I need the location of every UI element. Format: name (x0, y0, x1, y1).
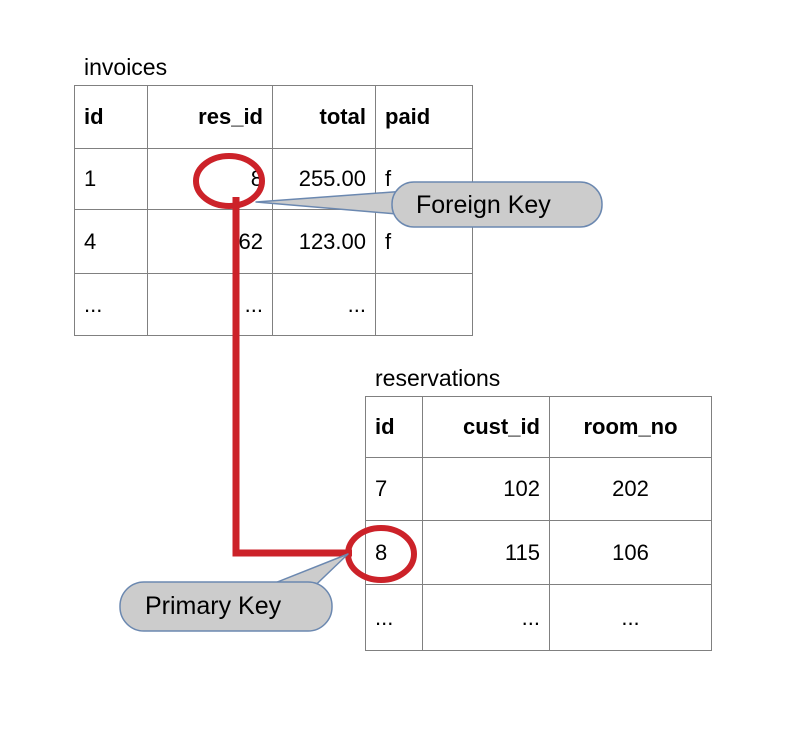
foreign-key-callout-label: Foreign Key (416, 191, 551, 219)
invoices-cell-id: 1 (74, 148, 148, 210)
invoices-cell-total: ... (272, 273, 376, 336)
reservations-cell-room-no: 106 (549, 520, 712, 585)
invoices-cell-id: ... (74, 273, 148, 336)
table-row: 8 115 106 (365, 520, 712, 585)
invoices-cell-paid (375, 273, 473, 336)
invoices-cell-id: 4 (74, 209, 148, 274)
reservations-col-id: id (365, 396, 423, 458)
reservations-table: id cust_id room_no 7 102 202 8 115 106 .… (365, 396, 712, 651)
reservations-cell-id: 7 (365, 457, 423, 521)
invoices-cell-total: 123.00 (272, 209, 376, 274)
invoices-cell-total: 255.00 (272, 148, 376, 210)
invoices-col-res-id: res_id (147, 85, 273, 149)
reservations-cell-cust-id: 115 (422, 520, 550, 585)
reservations-cell-id: ... (365, 584, 423, 651)
invoices-cell-res-id: ... (147, 273, 273, 336)
invoices-table: id res_id total paid 1 8 255.00 f 4 62 1… (74, 85, 473, 336)
table-header-row: id cust_id room_no (365, 396, 712, 458)
invoices-col-paid: paid (375, 85, 473, 149)
invoices-table-caption: invoices (84, 54, 168, 80)
table-row: ... ... ... (74, 273, 473, 336)
reservations-cell-cust-id: ... (422, 584, 550, 651)
table-row: 7 102 202 (365, 457, 712, 521)
reservations-col-room-no: room_no (549, 396, 712, 458)
invoices-cell-res-id: 62 (147, 209, 273, 274)
primary-key-callout-label: Primary Key (145, 592, 282, 620)
table-row: ... ... ... (365, 584, 712, 651)
invoices-col-id: id (74, 85, 148, 149)
reservations-col-cust-id: cust_id (422, 396, 550, 458)
invoices-cell-res-id: 8 (147, 148, 273, 210)
table-row: 4 62 123.00 f (74, 209, 473, 274)
reservations-cell-id: 8 (365, 520, 423, 585)
invoices-col-total: total (272, 85, 376, 149)
reservations-cell-cust-id: 102 (422, 457, 550, 521)
table-header-row: id res_id total paid (74, 85, 473, 149)
reservations-table-caption: reservations (375, 365, 501, 391)
table-row: 1 8 255.00 f (74, 148, 473, 210)
reservations-cell-room-no: ... (549, 584, 712, 651)
reservations-cell-room-no: 202 (549, 457, 712, 521)
